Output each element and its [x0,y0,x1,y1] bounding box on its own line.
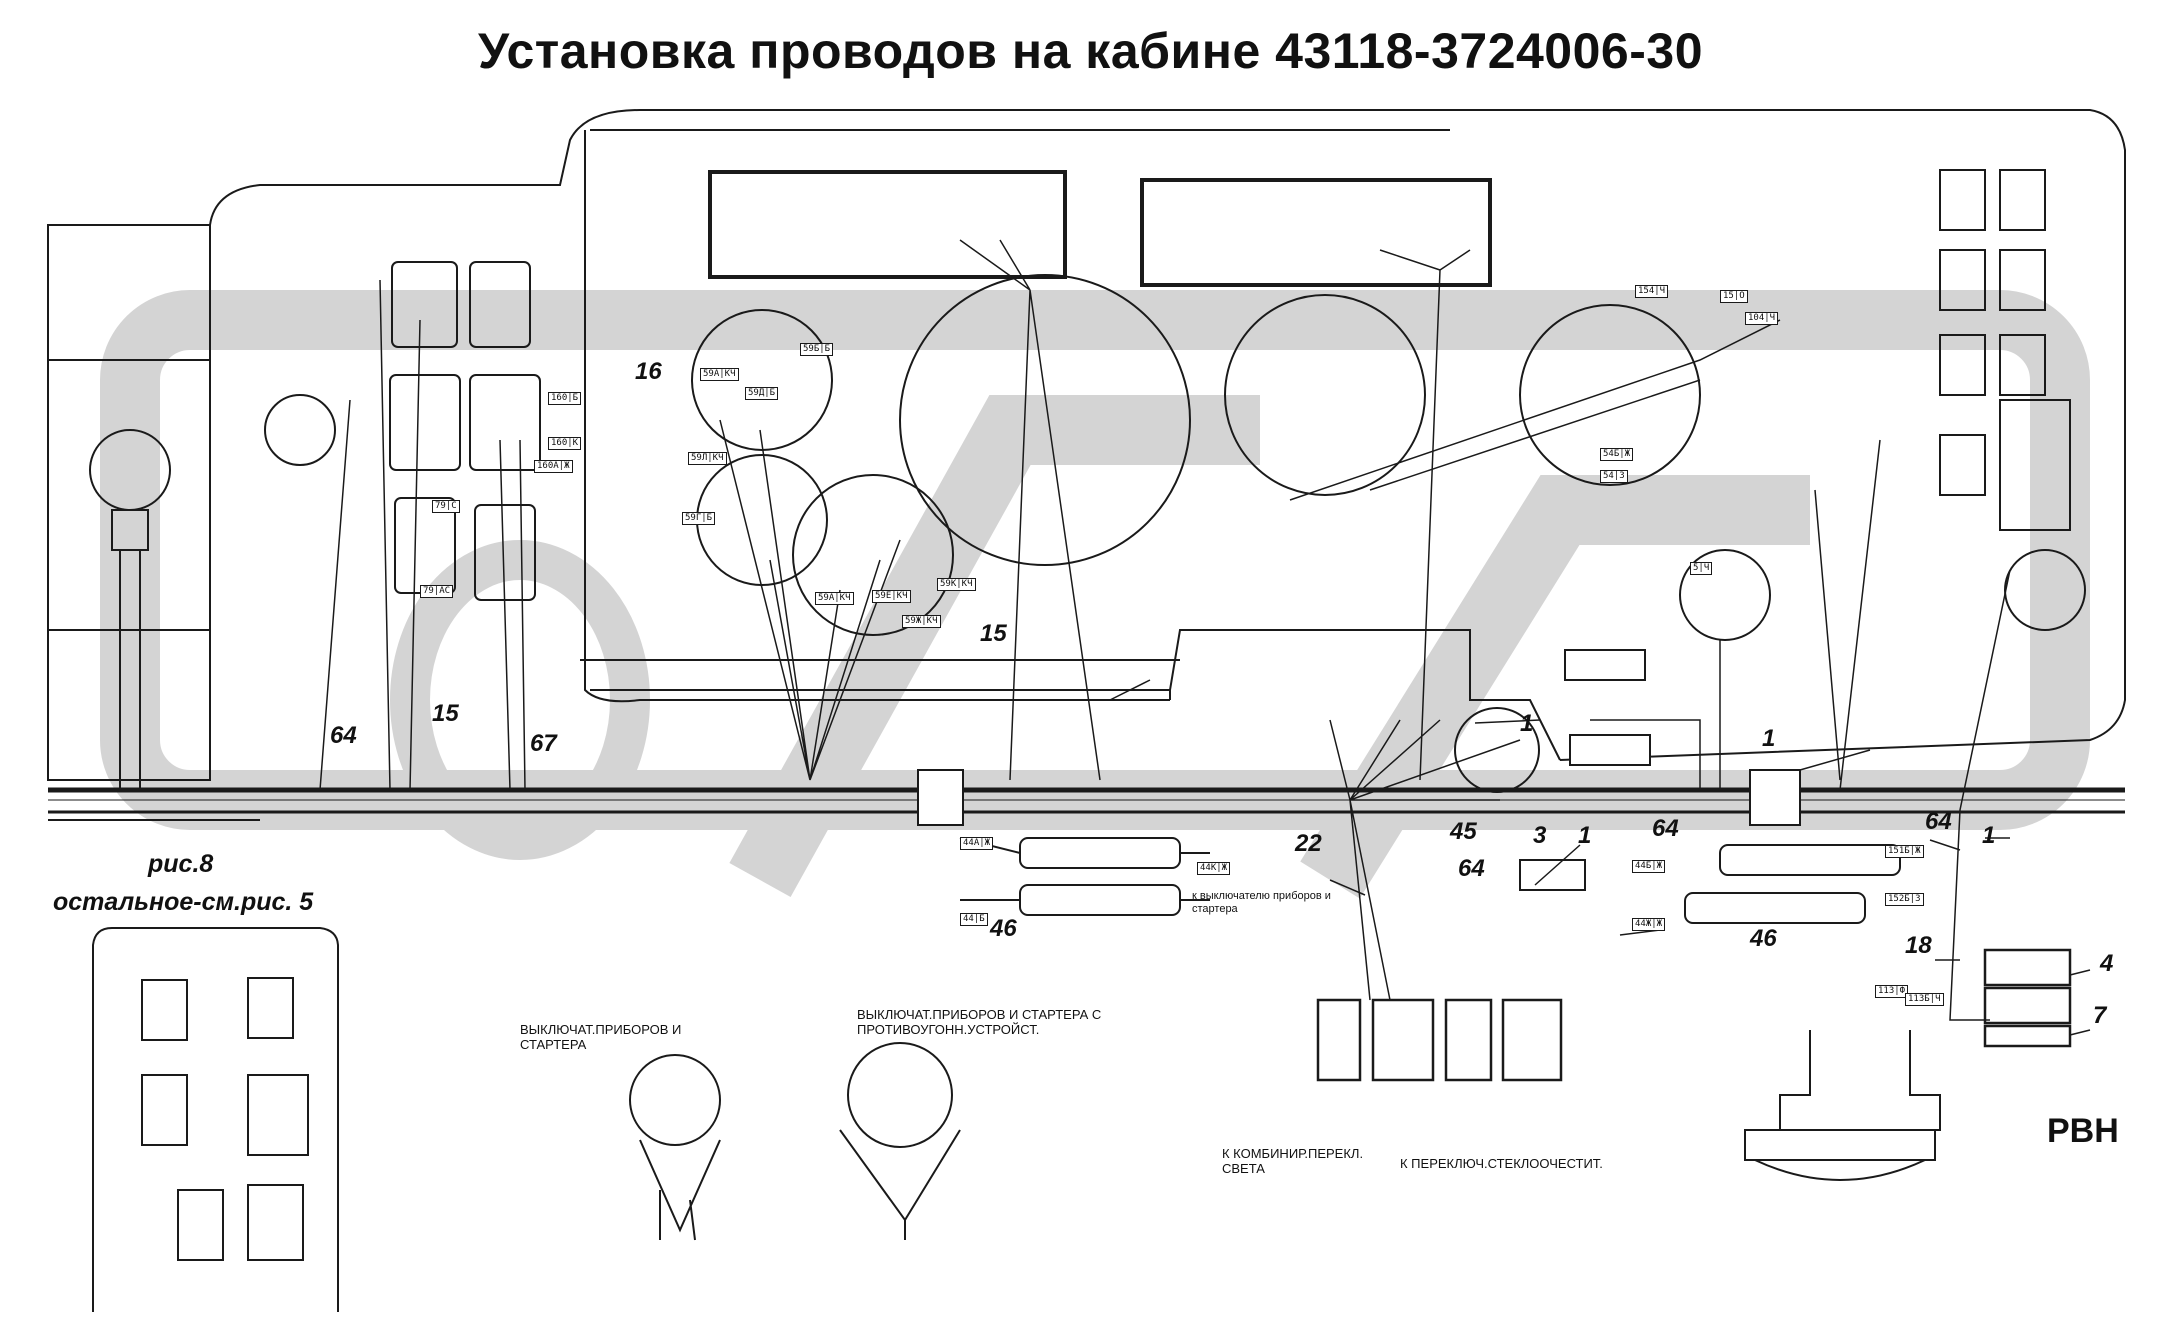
wire-tag: 104|Ч [1745,312,1779,325]
wire-tag: 59Б|Б [800,343,834,356]
wire-tag: 44К|Ж [1197,862,1231,875]
switch-caption-2: ВЫКЛЮЧАТ.ПРИБОРОВ И СТАРТЕРА С ПРОТИВОУГ… [857,1007,1102,1037]
callout-15: 15 [432,700,459,727]
wire-tag: 59Е|КЧ [872,590,911,603]
wire-tag: 54Б|Ж [1600,448,1634,461]
headlamp [89,429,171,790]
wire-tag: 59Д|Б [745,387,779,400]
wire-tag: 54|З [1600,470,1628,483]
callout-1: 1 [1578,822,1592,849]
callout-1: 1 [1762,725,1776,752]
wire-tag: 15|О [1720,290,1748,303]
wire-tag: 79|С [432,500,460,513]
callout-1: 1 [1982,822,1996,849]
callout-64: 64 [1652,815,1679,842]
callout-64: 64 [1458,855,1485,882]
wire-tag: 79|АС [420,585,454,598]
callout-64: 64 [1925,808,1952,835]
callout-45: 45 [1450,818,1477,845]
callout-15: 15 [980,620,1007,647]
callout-3: 3 [1533,822,1547,849]
switch-caption-1: ВЫКЛЮЧАТ.ПРИБОРОВ И СТАРТЕРА [520,1022,682,1052]
wire-tag: 44|Б [960,913,988,926]
callout-16: 16 [635,358,662,385]
figure-note: остальное-см.рис. 5 [53,888,314,916]
callout-7: 7 [2093,1002,2107,1029]
wire-tag: 44Б|Ж [1632,860,1666,873]
wire-tag: 44Ж|Ж [1632,918,1666,931]
wire-tag: 44А|Ж [960,837,994,850]
to-wiper-switch-caption: К ПЕРЕКЛЮЧ.СТЕКЛООЧЕСТИТ. [1400,1156,1603,1171]
stamp-code: РВН [2047,1112,2119,1150]
gauges [264,274,2086,793]
wire-tag: 113Б|Ч [1905,993,1944,1006]
leader-lines [1109,679,2091,1036]
callout-46: 46 [990,915,1017,942]
callout-1: 1 [1520,710,1534,737]
wire-tag: 59Г|Б [682,512,716,525]
lower-connectors [959,837,1901,924]
callout-64: 64 [330,722,357,749]
wire-tag: 59К|КЧ [937,578,976,591]
relay-blocks [1316,948,2072,1082]
to-switch-caption: к выключателю приборов и стартера [1192,890,1331,915]
wire-tag: 154|Ч [1635,285,1669,298]
callout-22: 22 [1295,830,1322,857]
ignition-switches [629,1042,961,1241]
wire-tag: 59Ж|КЧ [902,615,941,628]
callout-67: 67 [530,730,557,757]
wire-tag: 59Л|КЧ [688,452,727,465]
wire-tag: 59А|КЧ [815,592,854,605]
wire-tag: 160А|Ж [534,460,573,473]
to-combined-switch-caption: К КОМБИНИР.ПЕРЕКЛ. СВЕТА [1222,1146,1364,1176]
callout-4: 4 [2100,950,2114,977]
wire-tag: 152Б|З [1885,893,1924,906]
wire-bundles [319,239,2011,1021]
wire-tag: 5|Ч [1690,562,1713,575]
harness-connectors [917,649,1801,891]
page-title: Установка проводов на кабине 43118-37240… [477,23,1703,79]
figure-number: рис.8 [148,850,214,878]
bottom-device [1744,1030,1941,1181]
callout-18: 18 [1905,932,1932,959]
wire-tag: 59А|КЧ [700,368,739,381]
wire-tag: 160|Б [548,392,582,405]
wire-tag: 160|К [548,437,582,450]
inset-box [92,927,339,1312]
callout-46: 46 [1750,925,1777,952]
instrument-blocks [708,170,1492,287]
wire-tag: 113|Ф [1875,985,1909,998]
wire-tag: 151Б|Ж [1885,845,1924,858]
